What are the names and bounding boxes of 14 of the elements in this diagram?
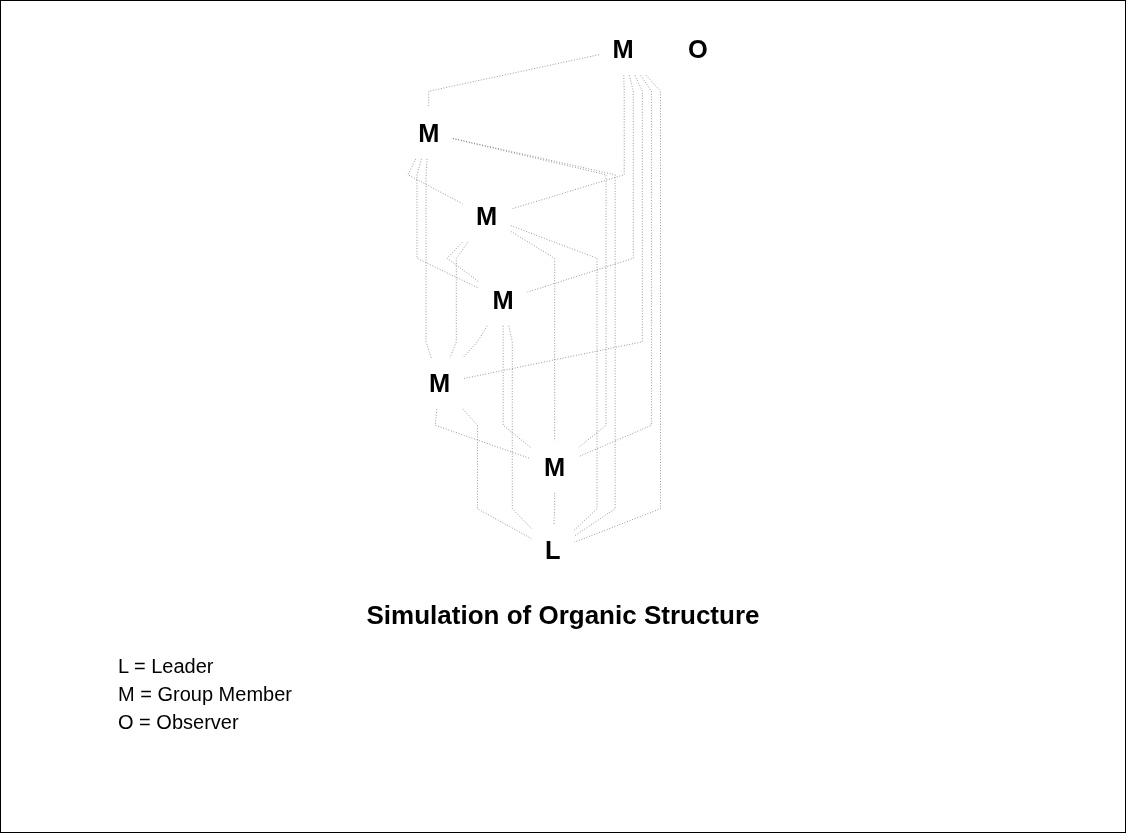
- node-text: M: [544, 452, 566, 482]
- node-text: L: [545, 535, 561, 565]
- legend-entry: L = Leader: [118, 654, 215, 679]
- node-text: M: [475, 201, 498, 231]
- node-text: O: [688, 34, 708, 64]
- node-text: M: [429, 368, 451, 398]
- node-text: M: [492, 285, 514, 315]
- node-text: M: [612, 34, 634, 64]
- legend-entry: M = Group Member: [118, 682, 292, 707]
- connector: [452, 138, 607, 448]
- connector: [452, 138, 616, 537]
- caption: Simulation of Organic Structure: [365, 600, 761, 631]
- node-text: M: [418, 118, 440, 148]
- legend-entry: O = Observer: [118, 710, 240, 735]
